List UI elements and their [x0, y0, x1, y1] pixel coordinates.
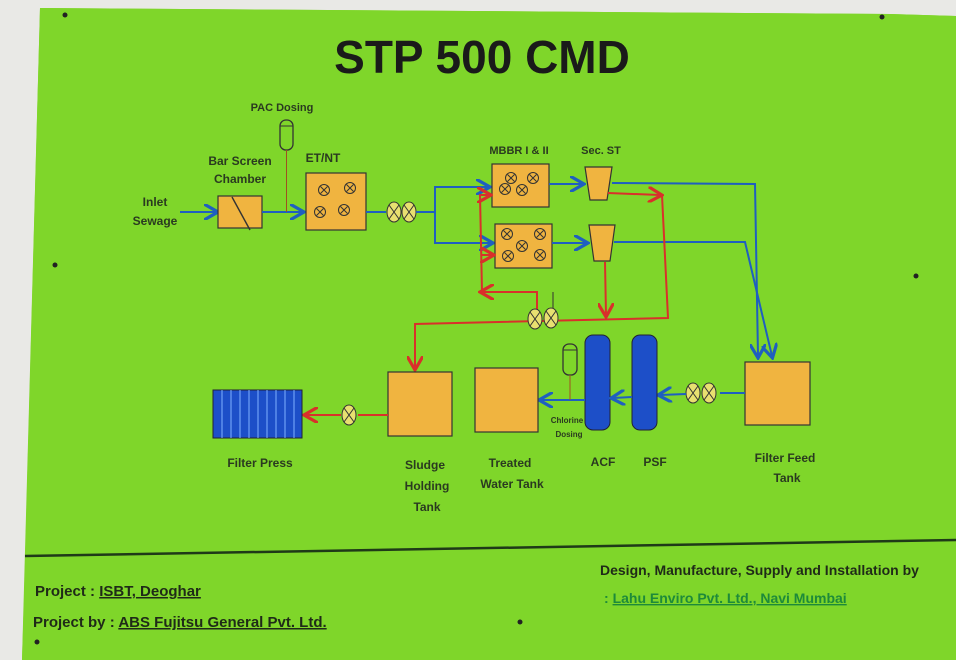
project-by-value: ABS Fujitsu General Pvt. Ltd.	[118, 614, 326, 631]
mbbr-tank-2	[494, 223, 553, 269]
design-by-company: Lahu Enviro Pvt. Ltd., Navi Mumbai	[613, 590, 847, 606]
filter-feed-label-1: Filter Feed	[755, 451, 816, 465]
chlorine-dosing-label-1: Chlorine	[551, 416, 584, 425]
mbbr-tank-1	[491, 163, 550, 208]
filter-press	[212, 389, 303, 439]
sludge-pump-icon	[527, 308, 543, 330]
bar-screen-label-1: Bar Screen	[208, 154, 271, 168]
inlet-label-2: Sewage	[133, 214, 178, 228]
chlorine-dosing-tank-icon	[562, 343, 578, 400]
filter-feed-tank	[744, 361, 811, 426]
footer-divider	[24, 538, 956, 558]
sludge-label-3: Tank	[413, 500, 440, 514]
filter-press-label: Filter Press	[227, 456, 293, 470]
pac-dosing-tank-icon	[279, 119, 294, 212]
mounting-screws	[34, 12, 919, 645]
treated-water-tank	[474, 367, 539, 433]
mbbr-label: MBBR I & II	[489, 145, 548, 157]
treated-water-label-2: Water Tank	[480, 477, 544, 491]
bar-screen-label-2: Chamber	[214, 172, 266, 186]
pump-icon	[401, 201, 417, 223]
design-by-label: Design, Manufacture, Supply and Installa…	[600, 562, 919, 578]
activated-carbon-filter	[584, 334, 611, 431]
project-value: ISBT, Deoghar	[99, 583, 201, 600]
treated-water-label-1: Treated	[489, 456, 532, 470]
filter-feed-label-2: Tank	[773, 471, 800, 485]
inlet-label-1: Inlet	[143, 195, 168, 209]
psf-label: PSF	[643, 455, 666, 469]
sludge-holding-tank	[387, 371, 453, 437]
acf-label: ACF	[591, 455, 616, 469]
filter-feed-pump-icon	[701, 382, 717, 404]
sludge-transfer-pump-icon	[341, 404, 357, 426]
pressure-sand-filter	[631, 334, 658, 431]
sludge-label-1: Sludge	[405, 458, 445, 472]
secondary-settling-tank-1	[584, 166, 613, 201]
pump-icon	[386, 201, 402, 223]
project-by-line: Project by : ABS Fujitsu General Pvt. Lt…	[33, 614, 327, 631]
chlorine-dosing-label-2: Dosing	[555, 430, 582, 439]
bar-screen-chamber	[217, 195, 263, 231]
et-nt-label: ET/NT	[306, 151, 341, 165]
design-by-line: : Lahu Enviro Pvt. Ltd., Navi Mumbai	[604, 590, 847, 606]
sludge-label-2: Holding	[405, 479, 450, 493]
project-line: Project : ISBT, Deoghar	[35, 583, 201, 600]
sec-st-label: Sec. ST	[581, 145, 621, 157]
filter-feed-pump-icon	[685, 382, 701, 404]
sludge-pump-icon	[543, 307, 559, 329]
board-title: STP 500 CMD	[334, 31, 630, 83]
secondary-settling-tank-2	[588, 224, 616, 262]
pac-dosing-label: PAC Dosing	[251, 102, 314, 114]
et-nt-tank	[305, 172, 367, 231]
